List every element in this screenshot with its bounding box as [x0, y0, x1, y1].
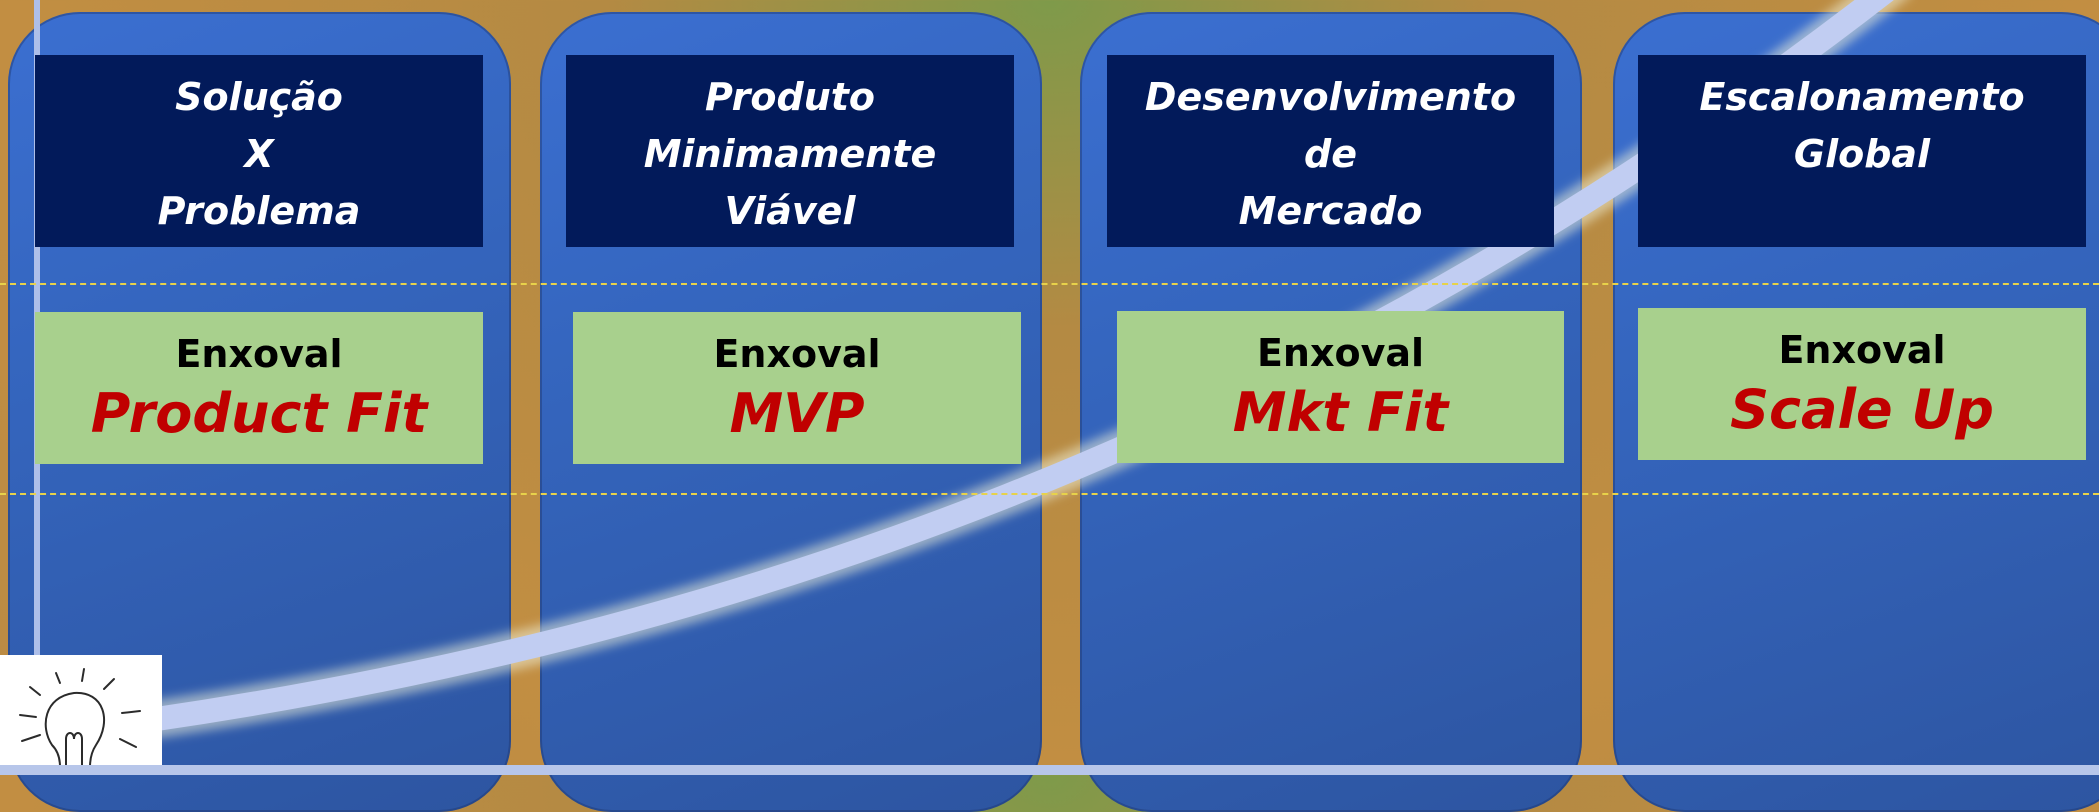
stage-title-2: Produto Minimamente Viável: [566, 55, 1014, 247]
fit-value: Mkt Fit: [1232, 381, 1449, 444]
stage-title-line: Desenvolvimento: [1144, 75, 1517, 119]
bottom-strip: [0, 765, 2099, 775]
kit-label: Enxoval: [1778, 328, 1946, 372]
fit-value: Scale Up: [1730, 378, 1994, 441]
stage-title-1: Solução X Problema: [35, 55, 483, 247]
growth-curve: [138, 0, 1906, 739]
stage-title-4: Escalonamento Global: [1638, 55, 2086, 247]
stage-title-3: Desenvolvimento de Mercado: [1107, 55, 1554, 247]
guide-line-top: [0, 283, 2099, 285]
fit-value: Product Fit: [90, 382, 428, 445]
stage-title-line: Global: [1793, 132, 1931, 176]
guide-line-bottom: [0, 493, 2099, 495]
fit-value: MVP: [729, 382, 865, 445]
stage-title-line: Viável: [724, 189, 856, 233]
kit-label: Enxoval: [1256, 331, 1425, 375]
lightbulb-icon: [19, 668, 141, 774]
kit-label: Enxoval: [175, 332, 343, 376]
stage-title-line: Minimamente: [643, 132, 937, 176]
fit-box-3: Enxoval Mkt Fit: [1117, 311, 1564, 463]
fit-box-4: Enxoval Scale Up: [1638, 308, 2086, 460]
stage-title-line: Produto: [704, 75, 876, 119]
stage-title-line: X: [244, 132, 274, 176]
stage-title-line: Problema: [157, 189, 361, 233]
lightbulb-tile: [0, 655, 162, 775]
stage-title-line: Escalonamento: [1699, 75, 2025, 119]
fit-box-2: Enxoval MVP: [573, 312, 1021, 464]
fit-box-1: Enxoval Product Fit: [35, 312, 483, 464]
kit-label: Enxoval: [713, 332, 881, 376]
stage-title-line: Mercado: [1238, 189, 1423, 233]
stage-title-line: Solução: [175, 75, 343, 119]
stage-title-line: de: [1304, 132, 1357, 176]
